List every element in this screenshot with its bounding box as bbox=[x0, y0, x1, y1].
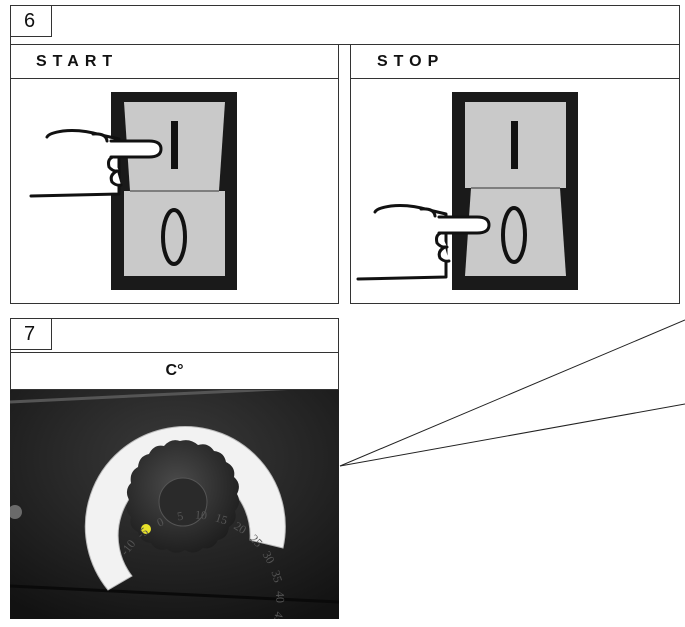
start-switch-illustration bbox=[29, 92, 237, 290]
off-symbol-icon bbox=[161, 208, 187, 266]
step-6-number-box bbox=[10, 5, 52, 37]
screw-icon bbox=[10, 505, 22, 519]
step-6-number: 6 bbox=[24, 10, 36, 32]
step-7-header bbox=[10, 318, 339, 353]
stop-label: STOP bbox=[377, 53, 445, 70]
temperature-unit-label: C° bbox=[165, 362, 184, 379]
hand-pointer-icon bbox=[356, 204, 491, 281]
on-symbol-icon bbox=[511, 121, 518, 169]
step-7-number: 7 bbox=[24, 323, 36, 345]
step-6-header bbox=[10, 5, 680, 45]
thermostat-knob bbox=[126, 440, 240, 553]
dial-scale-label: 45 bbox=[270, 610, 286, 619]
dial-scale-label: 10 bbox=[195, 508, 208, 523]
start-panel-header bbox=[10, 44, 339, 79]
hand-pointer-icon bbox=[29, 129, 163, 198]
on-symbol-icon bbox=[171, 121, 178, 169]
dial-scale-label: 35 bbox=[269, 569, 286, 584]
indicator-dot-icon bbox=[141, 524, 151, 534]
unit-header bbox=[10, 352, 339, 390]
dial-scale-label: 5 bbox=[176, 509, 184, 524]
dial-scale-label: 15 bbox=[214, 510, 230, 527]
stop-switch-illustration bbox=[356, 92, 578, 290]
step-7-number-box bbox=[10, 318, 52, 350]
dial-scale-label: 0 bbox=[155, 515, 166, 530]
dial-scale-label: 40 bbox=[273, 591, 287, 603]
off-symbol-icon bbox=[501, 206, 527, 264]
callout-lines bbox=[339, 319, 685, 467]
start-label: START bbox=[36, 53, 119, 70]
